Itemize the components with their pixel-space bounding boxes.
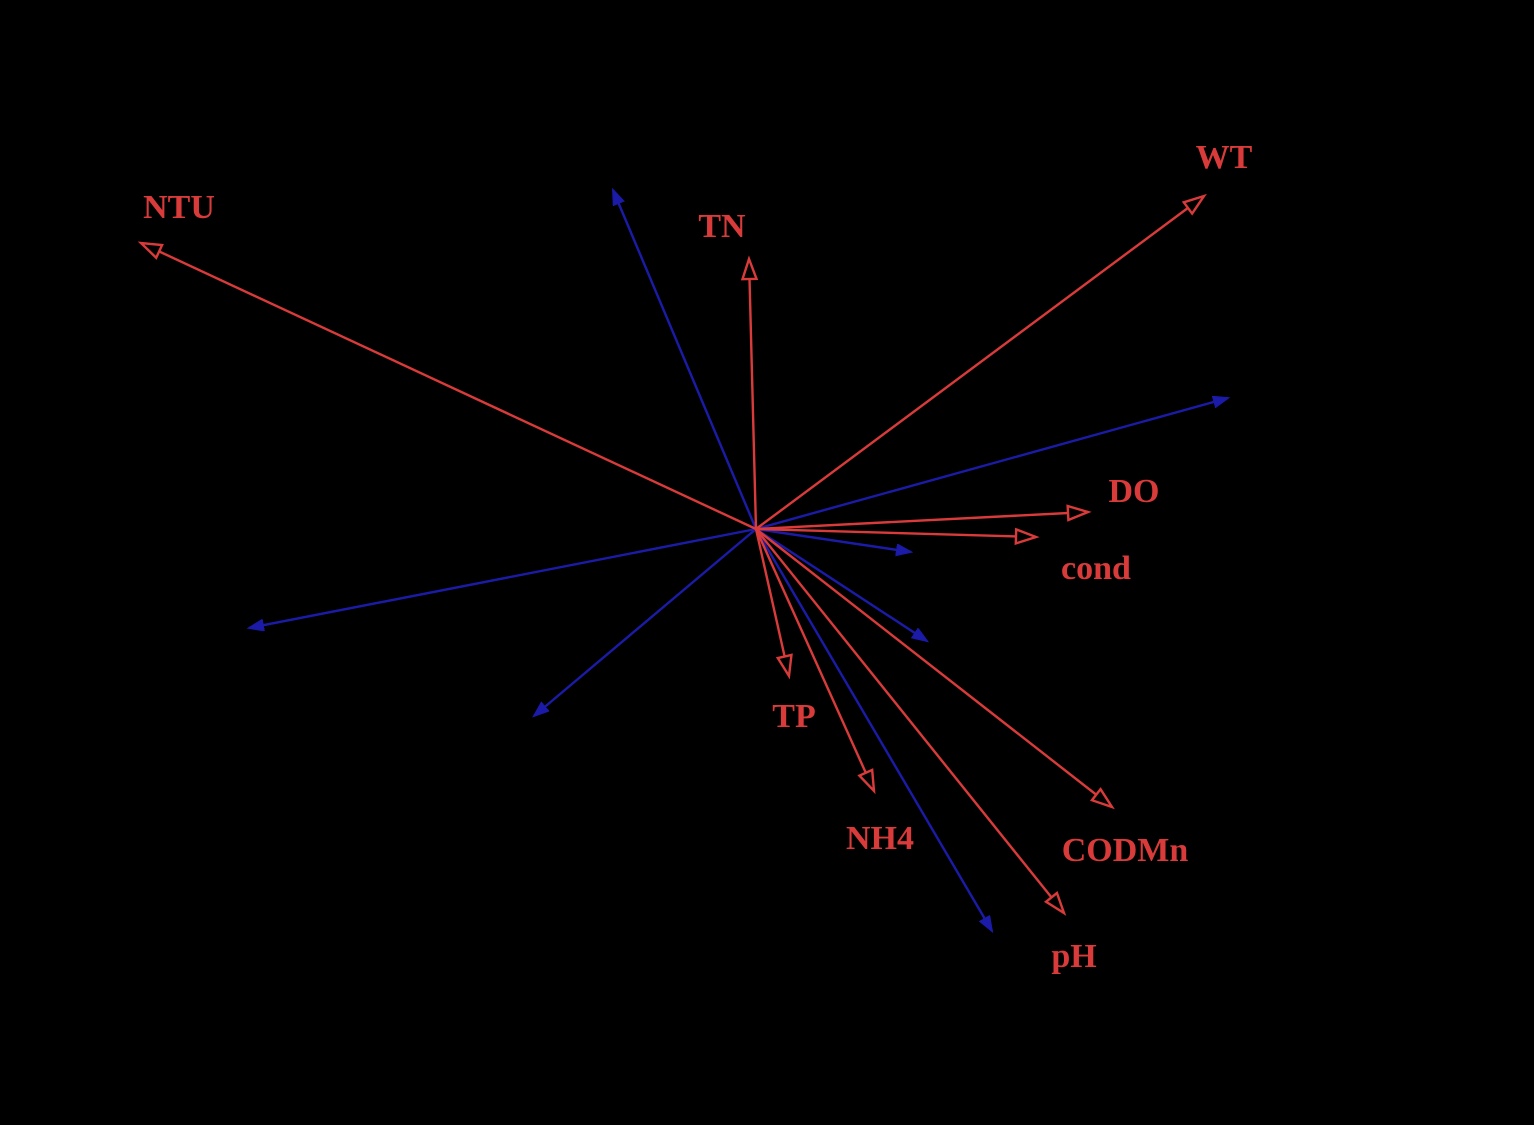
env-label-CODMn: CODMn <box>1062 832 1189 869</box>
env-vector-TN <box>740 255 759 530</box>
env-vector-TP <box>754 528 793 680</box>
env-label-NTU: NTU <box>143 189 215 226</box>
aux-vector-4 <box>755 527 927 641</box>
env-label-WT: WT <box>1196 139 1253 176</box>
aux-vectors-group <box>249 190 1228 931</box>
env-vector-pH <box>755 528 1067 916</box>
aux-vector-3 <box>755 527 911 552</box>
env-label-TP: TP <box>772 698 815 735</box>
env-vector-cond <box>755 527 1040 546</box>
env-label-pH: pH <box>1051 938 1096 975</box>
env-label-DO: DO <box>1109 473 1160 510</box>
env-vectors-group <box>137 193 1207 916</box>
aux-vector-6 <box>534 528 757 716</box>
env-vector-WT <box>755 193 1207 530</box>
env-label-NH4: NH4 <box>846 820 914 857</box>
env-vector-CODMn <box>755 528 1115 810</box>
env-label-cond: cond <box>1061 550 1131 587</box>
aux-vector-5 <box>249 527 757 628</box>
env-label-TN: TN <box>698 208 746 245</box>
aux-vector-1 <box>611 190 758 530</box>
env-vector-NH4 <box>754 528 876 795</box>
aux-vector-7 <box>754 528 992 931</box>
env-vector-NTU <box>137 241 757 531</box>
env-vector-DO <box>755 504 1092 531</box>
aux-vector-2 <box>755 398 1228 531</box>
